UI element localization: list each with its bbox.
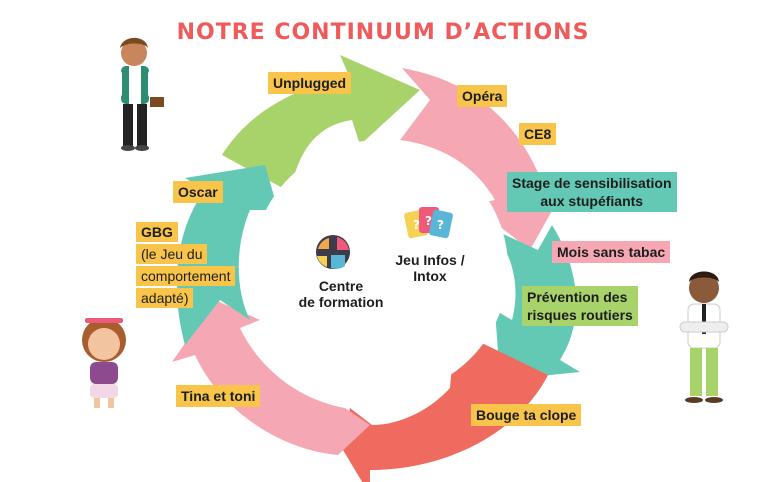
center-right-line2: Intox xyxy=(413,268,447,284)
center-right-line1: Jeu Infos / xyxy=(395,252,465,268)
cycle-segment-green xyxy=(222,55,420,192)
action-mois-sans-tabac: Mois sans tabac xyxy=(552,241,671,263)
center-left-line2: de formation xyxy=(298,294,384,310)
cycle-segment-teal-left xyxy=(176,165,278,345)
action-opera: Opéra xyxy=(457,85,508,107)
gbg-line4: adapté) xyxy=(136,288,194,308)
stage-line2: aux stupéfiants xyxy=(540,193,644,209)
gbg-line3: comportement xyxy=(136,266,236,286)
gbg-line2: (le Jeu du xyxy=(136,244,208,264)
action-gbg: GBG (le Jeu du comportement adapté) xyxy=(136,222,236,310)
gbg-line1: GBG xyxy=(136,222,178,242)
man-with-bag-illustration xyxy=(112,37,164,151)
puzzle-brain-icon xyxy=(316,235,350,269)
cycle-segment-pink-bottom xyxy=(172,300,370,455)
man-crossed-arms-illustration xyxy=(679,271,729,403)
action-unplugged: Unplugged xyxy=(268,72,352,94)
center-right-label: Jeu Infos / Intox xyxy=(380,252,480,284)
svg-text:?: ? xyxy=(425,214,432,228)
action-stage-sensibilisation: Stage de sensibilisation aux stupéfiants xyxy=(507,172,677,212)
action-ce8: CE8 xyxy=(519,123,557,145)
action-prevention-routiere: Prévention des risques routiers xyxy=(522,286,638,326)
action-tina-et-toni: Tina et toni xyxy=(176,385,261,407)
center-left-line1: Centre xyxy=(318,278,364,294)
page-title: NOTRE CONTINUUM D’ACTIONS xyxy=(176,20,590,45)
svg-text:?: ? xyxy=(437,218,444,232)
girl-illustration xyxy=(82,318,126,408)
prevention-line2: risques routiers xyxy=(527,307,633,323)
center-circle xyxy=(252,140,508,396)
action-oscar: Oscar xyxy=(173,181,223,203)
action-bouge-ta-clope: Bouge ta clope xyxy=(471,404,582,426)
prevention-line1: Prévention des xyxy=(527,289,628,305)
question-cards-icon: ? ? ? xyxy=(404,207,453,239)
stage-line1: Stage de sensibilisation xyxy=(512,175,672,191)
svg-text:?: ? xyxy=(413,218,420,232)
center-left-label: Centre de formation xyxy=(286,278,396,310)
cycle-segment-coral xyxy=(340,330,548,482)
